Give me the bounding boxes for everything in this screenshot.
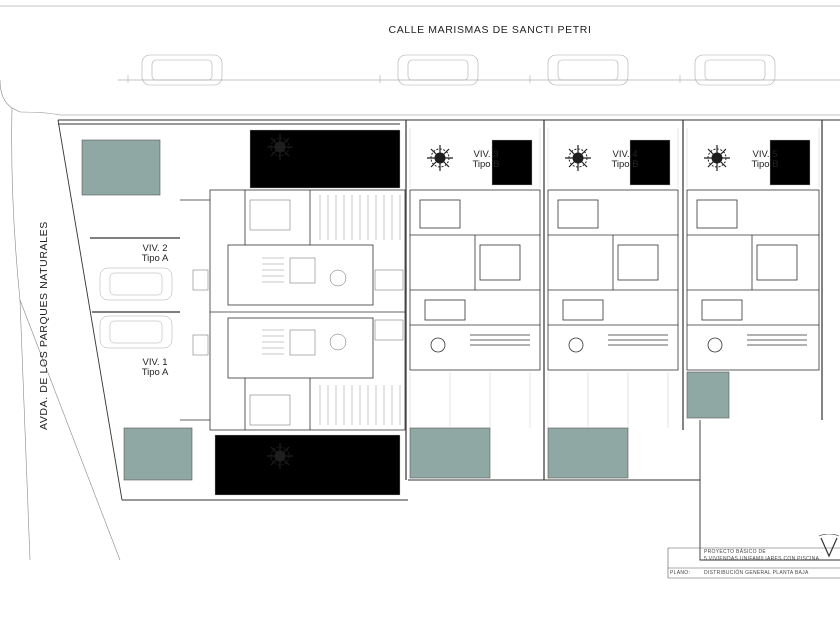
house-number: VIV. 4: [612, 149, 638, 160]
street-name-left: AVDA. DE LOS PARQUES NATURALES: [38, 221, 50, 430]
stairs-tipo-a: [262, 195, 401, 425]
garden-paving: [214, 128, 820, 496]
house-type: Tipo A: [141, 253, 169, 264]
block-tipo-b-viv4: [547, 189, 679, 371]
house-type: Tipo A: [141, 367, 169, 378]
tree-icon: [704, 145, 730, 171]
pool-viv2: [81, 139, 161, 196]
house-label-viv5: VIV. 5 Tipo B: [740, 150, 790, 170]
tree-icon: [427, 145, 453, 171]
house-label-viv1: VIV. 1 Tipo A: [130, 358, 180, 378]
tree-icon: [565, 145, 591, 171]
plano-value: DISTRIBUCIÓN GENERAL PLANTA BAJA: [704, 570, 809, 576]
block-tipo-a: [180, 189, 406, 431]
house-type: Tipo B: [611, 159, 639, 170]
house-label-viv3: VIV. 3 Tipo B: [461, 150, 511, 170]
street-edges: [0, 5, 840, 561]
block-tipo-b-viv5: [686, 189, 820, 371]
title-block-frame: [667, 547, 840, 579]
house-label-viv2: VIV. 2 Tipo A: [130, 244, 180, 264]
pools: [81, 139, 730, 481]
house-type: Tipo B: [472, 159, 500, 170]
parked-cars-top: [127, 54, 776, 86]
tree-icon: [267, 134, 293, 160]
house-number: VIV. 5: [752, 149, 778, 160]
party-walls: [90, 120, 823, 480]
plot-boundary: [57, 119, 840, 561]
house-number: VIV. 3: [473, 149, 499, 160]
house-label-viv4: VIV. 4 Tipo B: [600, 150, 650, 170]
furniture-tipo-a: [192, 199, 404, 426]
trees: [267, 134, 730, 469]
house-type: Tipo B: [751, 159, 779, 170]
pool-viv5: [686, 371, 730, 419]
house-number: VIV. 2: [142, 243, 168, 254]
plano-label: PLANO:: [670, 570, 691, 576]
block-tipo-b-viv3: [409, 189, 541, 371]
street-name-top: CALLE MARISMAS DE SANCTI PETRI: [388, 24, 592, 36]
parked-cars-plots: [99, 267, 173, 349]
architect-logo-icon: [818, 534, 840, 558]
tree-icon: [267, 443, 293, 469]
project-title-line2: 5 VIVIENDAS UNIFAMILIARES CON PISCINA: [704, 556, 820, 562]
pool-viv4: [547, 427, 629, 479]
pool-viv3: [409, 427, 491, 479]
house-number: VIV. 1: [142, 357, 168, 368]
pool-viv1: [123, 427, 193, 481]
project-title-line1: PROYECTO BÁSICO DE: [704, 549, 766, 555]
